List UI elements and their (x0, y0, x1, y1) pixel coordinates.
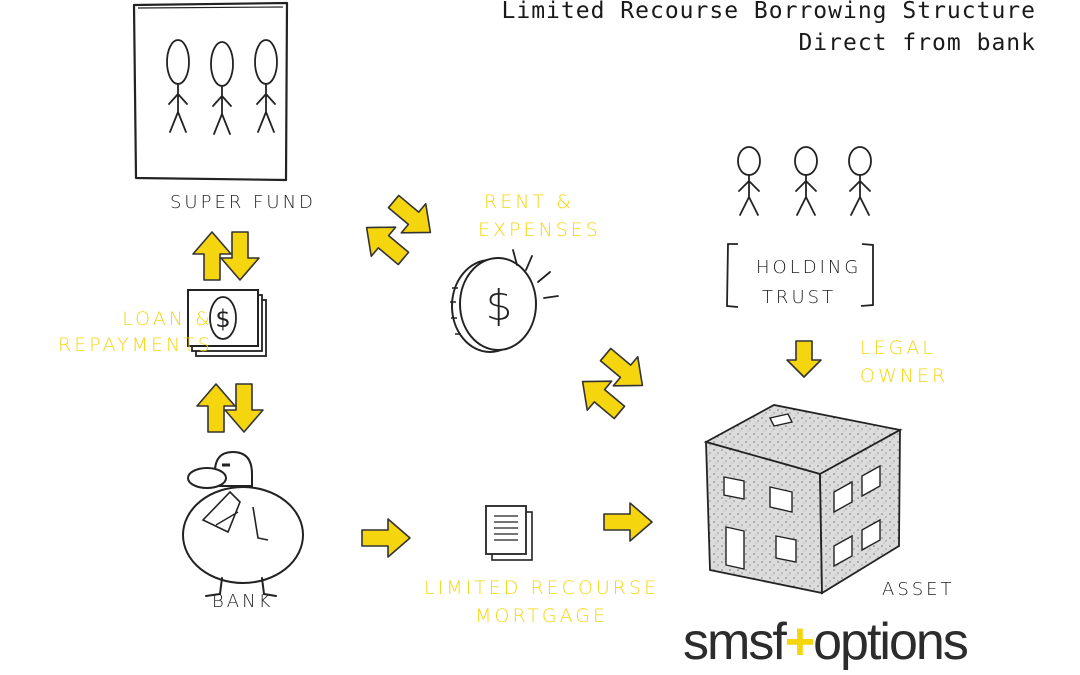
svg-text:$: $ (486, 281, 513, 330)
fund-loan-arrows (192, 231, 260, 281)
holding-trust-box (726, 243, 874, 308)
diagram-title: Limited Recourse Borrowing Structure (501, 0, 1036, 24)
mortgage-line1: LIMITED RECOURSE (424, 577, 660, 599)
brand-logo-plus: + (784, 613, 815, 671)
brand-logo-right: options (813, 613, 969, 671)
mortgage-asset-arrow (603, 502, 653, 542)
mortgage-document-icon (485, 505, 533, 561)
loan-bank-arrows (196, 383, 264, 433)
rent-asset-arrows (569, 339, 656, 428)
bank-label: BANK (212, 591, 274, 612)
trust-asset-arrow (786, 340, 822, 378)
loan-repayments-label: LOAN & REPAYMENTS (58, 306, 213, 358)
rent-expenses-label: RENT & EXPENSES (478, 188, 601, 244)
asset-label: ASSET (882, 579, 955, 600)
fund-rent-arrows (353, 186, 444, 274)
mortgage-label: LIMITED RECOURSE MORTGAGE (424, 574, 659, 630)
mortgage-line2: MORTGAGE (475, 605, 608, 627)
brand-logo: smsf+options (683, 613, 969, 671)
rent-expenses-line1: RENT & (484, 191, 574, 213)
holding-trust-line2: TRUST (761, 287, 837, 308)
legal-owner-label: LEGAL OWNER (860, 334, 948, 390)
rent-expenses-line2: EXPENSES (478, 219, 601, 241)
member-figure (210, 41, 234, 135)
loan-repayments-line1: LOAN & (122, 308, 213, 330)
cash-stack-icon: $ (187, 289, 267, 357)
coin-icon: $ (450, 249, 559, 353)
brand-logo-left: smsf (683, 613, 787, 671)
member-figure (254, 39, 278, 133)
super-fund-label: SUPER FUND (170, 192, 316, 213)
banker-figure (182, 450, 304, 597)
holding-trust-line1: HOLDING (756, 257, 862, 278)
svg-text:$: $ (215, 305, 230, 333)
legal-owner-line1: LEGAL (860, 337, 936, 359)
member-figure (166, 39, 190, 133)
bank-mortgage-arrow (361, 518, 411, 558)
asset-building (703, 404, 903, 595)
legal-owner-line2: OWNER (860, 365, 949, 387)
diagram-subtitle: Direct from bank (798, 30, 1036, 56)
super-fund-box (132, 1, 289, 182)
holding-trust-label: HOLDING TRUST (756, 253, 862, 313)
loan-repayments-line2: REPAYMENTS (58, 334, 213, 356)
holding-trust-members (737, 146, 872, 216)
